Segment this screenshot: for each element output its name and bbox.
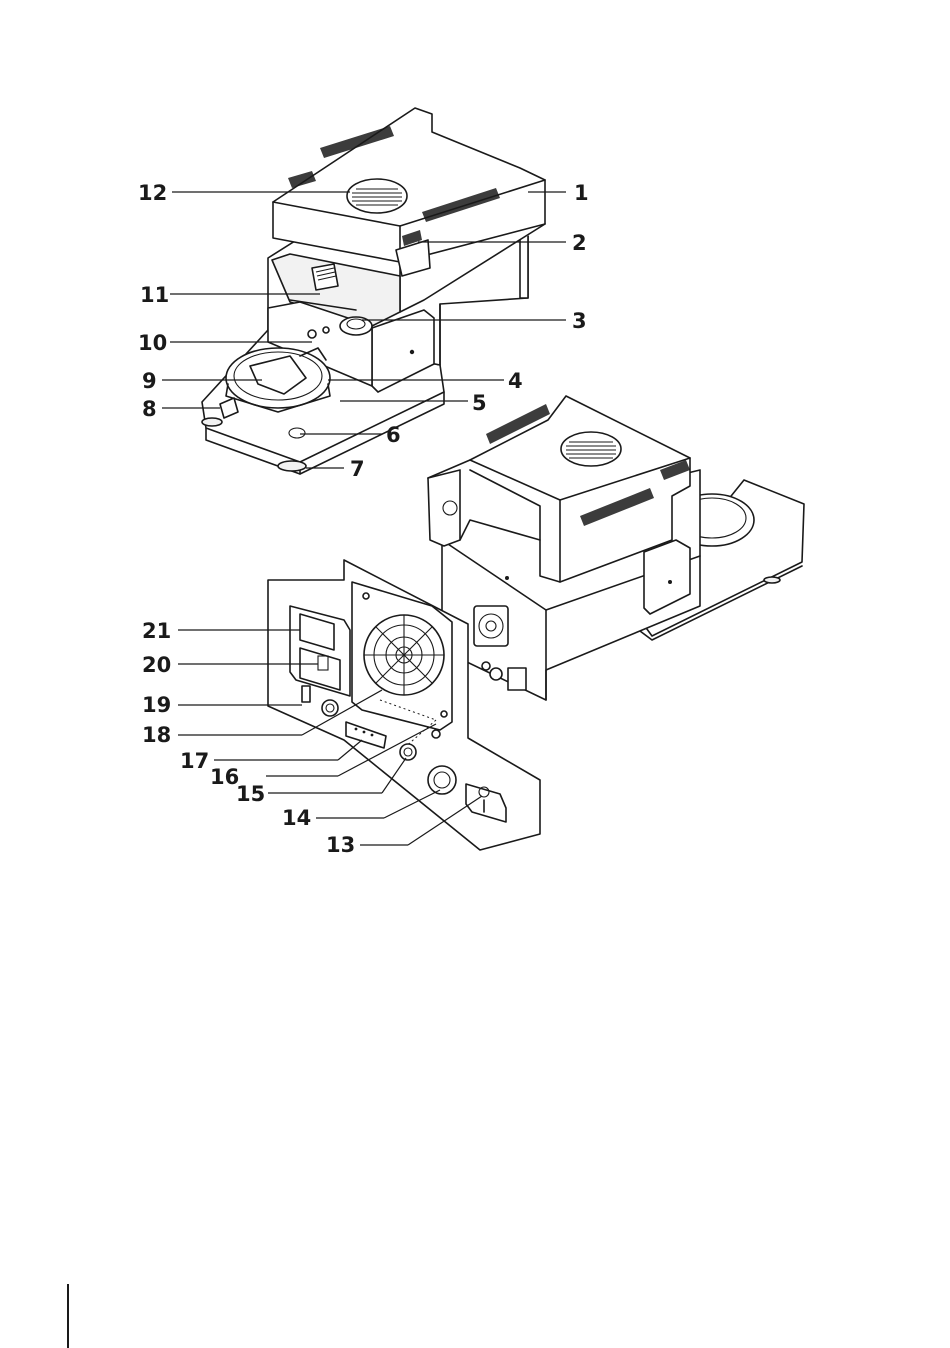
fuse-holder [302,686,310,702]
callout-8: 8 [142,397,157,421]
callout-5: 5 [472,391,487,415]
callout-16: 16 [210,765,239,789]
callout-19: 19 [142,693,171,717]
callout-17: 17 [180,749,209,773]
callout-2: 2 [572,231,587,255]
aux-socket [428,766,456,794]
leveling-foot [278,461,306,471]
rear-switch-small [508,668,526,690]
callout-6: 6 [386,423,401,447]
round-socket [400,744,416,760]
lid-handle [312,264,338,290]
cooling-fan [352,582,452,730]
callout-12: 12 [138,181,167,205]
callout-10: 10 [138,331,167,355]
callout-14: 14 [282,806,311,830]
rear-view-analyzer [428,396,804,700]
callout-11: 11 [140,283,169,307]
callout-1: 1 [574,181,589,205]
callout-15: 15 [236,782,265,806]
callout-18: 18 [142,723,171,747]
callout-9: 9 [142,369,157,393]
foot [202,418,222,426]
callout-4: 4 [508,369,523,393]
callout-7: 7 [350,457,365,481]
callout-3: 3 [572,309,587,333]
front-view-analyzer [202,108,545,474]
callout-21: 21 [142,619,171,643]
callout-13: 13 [326,833,355,857]
callout-20: 20 [142,653,171,677]
